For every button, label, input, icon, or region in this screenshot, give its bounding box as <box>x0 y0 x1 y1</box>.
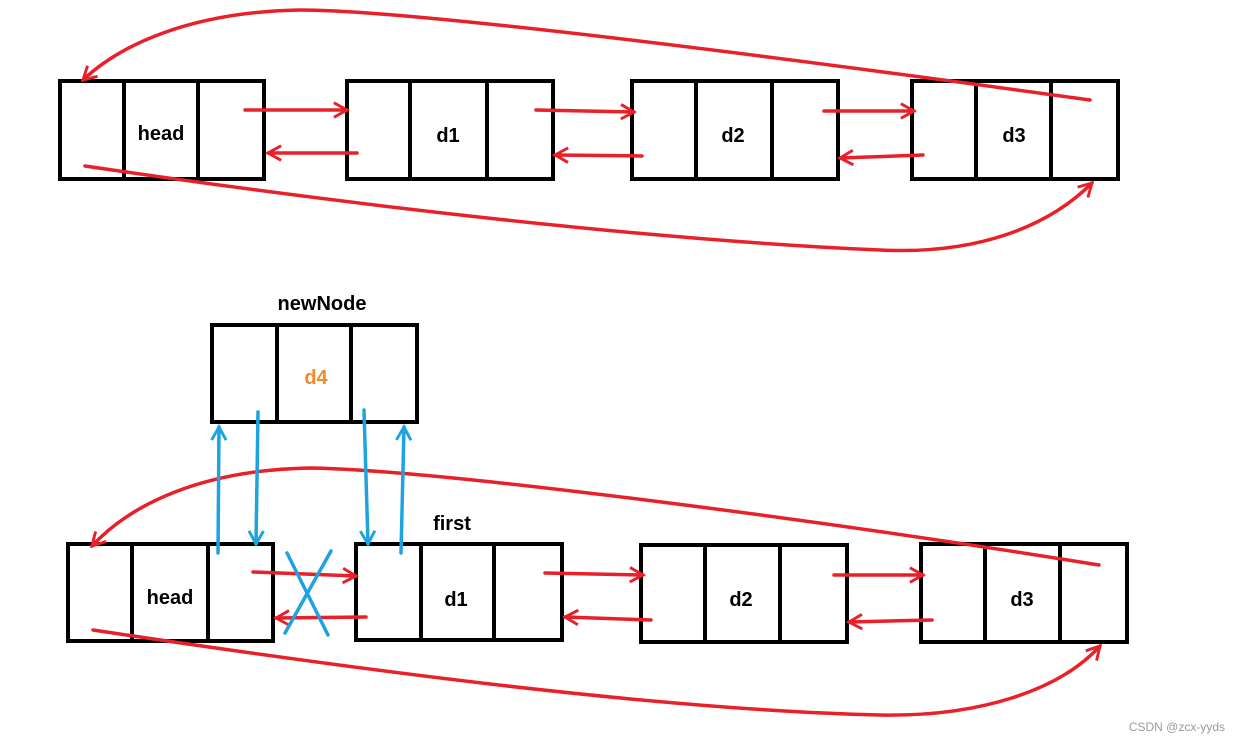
new-node-value: d4 <box>304 367 328 389</box>
bottom-node-head: head <box>66 542 275 643</box>
node-label: d2 <box>721 125 744 147</box>
d1-to-newnode-arrow <box>401 427 404 555</box>
removed-link-cross <box>283 549 333 637</box>
head-to-tail-arrow <box>91 628 1100 717</box>
head-to-newnode-arrow <box>218 427 219 555</box>
tail-to-head-arrow <box>92 466 1101 567</box>
newnode-to-d1-arrow <box>364 408 368 544</box>
new-node: newNode d4 <box>210 293 419 424</box>
node-label: d2 <box>729 589 752 611</box>
prev-arrow-d2-d1 <box>565 617 653 620</box>
top-list: head d1 d2 d3 <box>58 8 1120 253</box>
bottom-node-d1: d1 <box>354 542 564 642</box>
new-node-title: newNode <box>278 293 367 315</box>
tail-to-head-arrow <box>83 8 1092 102</box>
next-arrow-d1-d2 <box>543 573 643 575</box>
first-label: first <box>433 513 471 535</box>
bottom-node-d3: d3 <box>919 542 1129 644</box>
top-node-head: head <box>58 79 266 181</box>
top-node-d3: d3 <box>910 79 1120 181</box>
node-label: d1 <box>436 125 459 147</box>
node-label: d1 <box>444 589 467 611</box>
head-to-tail-arrow <box>83 164 1092 253</box>
insertion-arrows <box>218 408 404 555</box>
prev-arrow-d3-d2 <box>849 620 934 622</box>
top-node-d2: d2 <box>630 79 840 181</box>
watermark: CSDN @zcx-yyds <box>1129 720 1225 734</box>
node-label: d3 <box>1002 125 1025 147</box>
node-label: d3 <box>1010 589 1033 611</box>
newnode-to-head-arrow <box>256 410 258 544</box>
top-node-d1: d1 <box>345 79 555 181</box>
next-arrow-head-d1 <box>251 572 356 576</box>
prev-arrow-d2-d1 <box>555 155 644 156</box>
node-label: head <box>147 587 194 609</box>
node-label: head <box>138 123 185 145</box>
prev-arrow-d3-d2 <box>840 155 925 158</box>
next-arrow-d1-d2 <box>534 110 634 112</box>
bottom-node-d2: d2 <box>639 543 849 644</box>
bottom-list: first head d1 d2 d3 <box>66 466 1129 717</box>
